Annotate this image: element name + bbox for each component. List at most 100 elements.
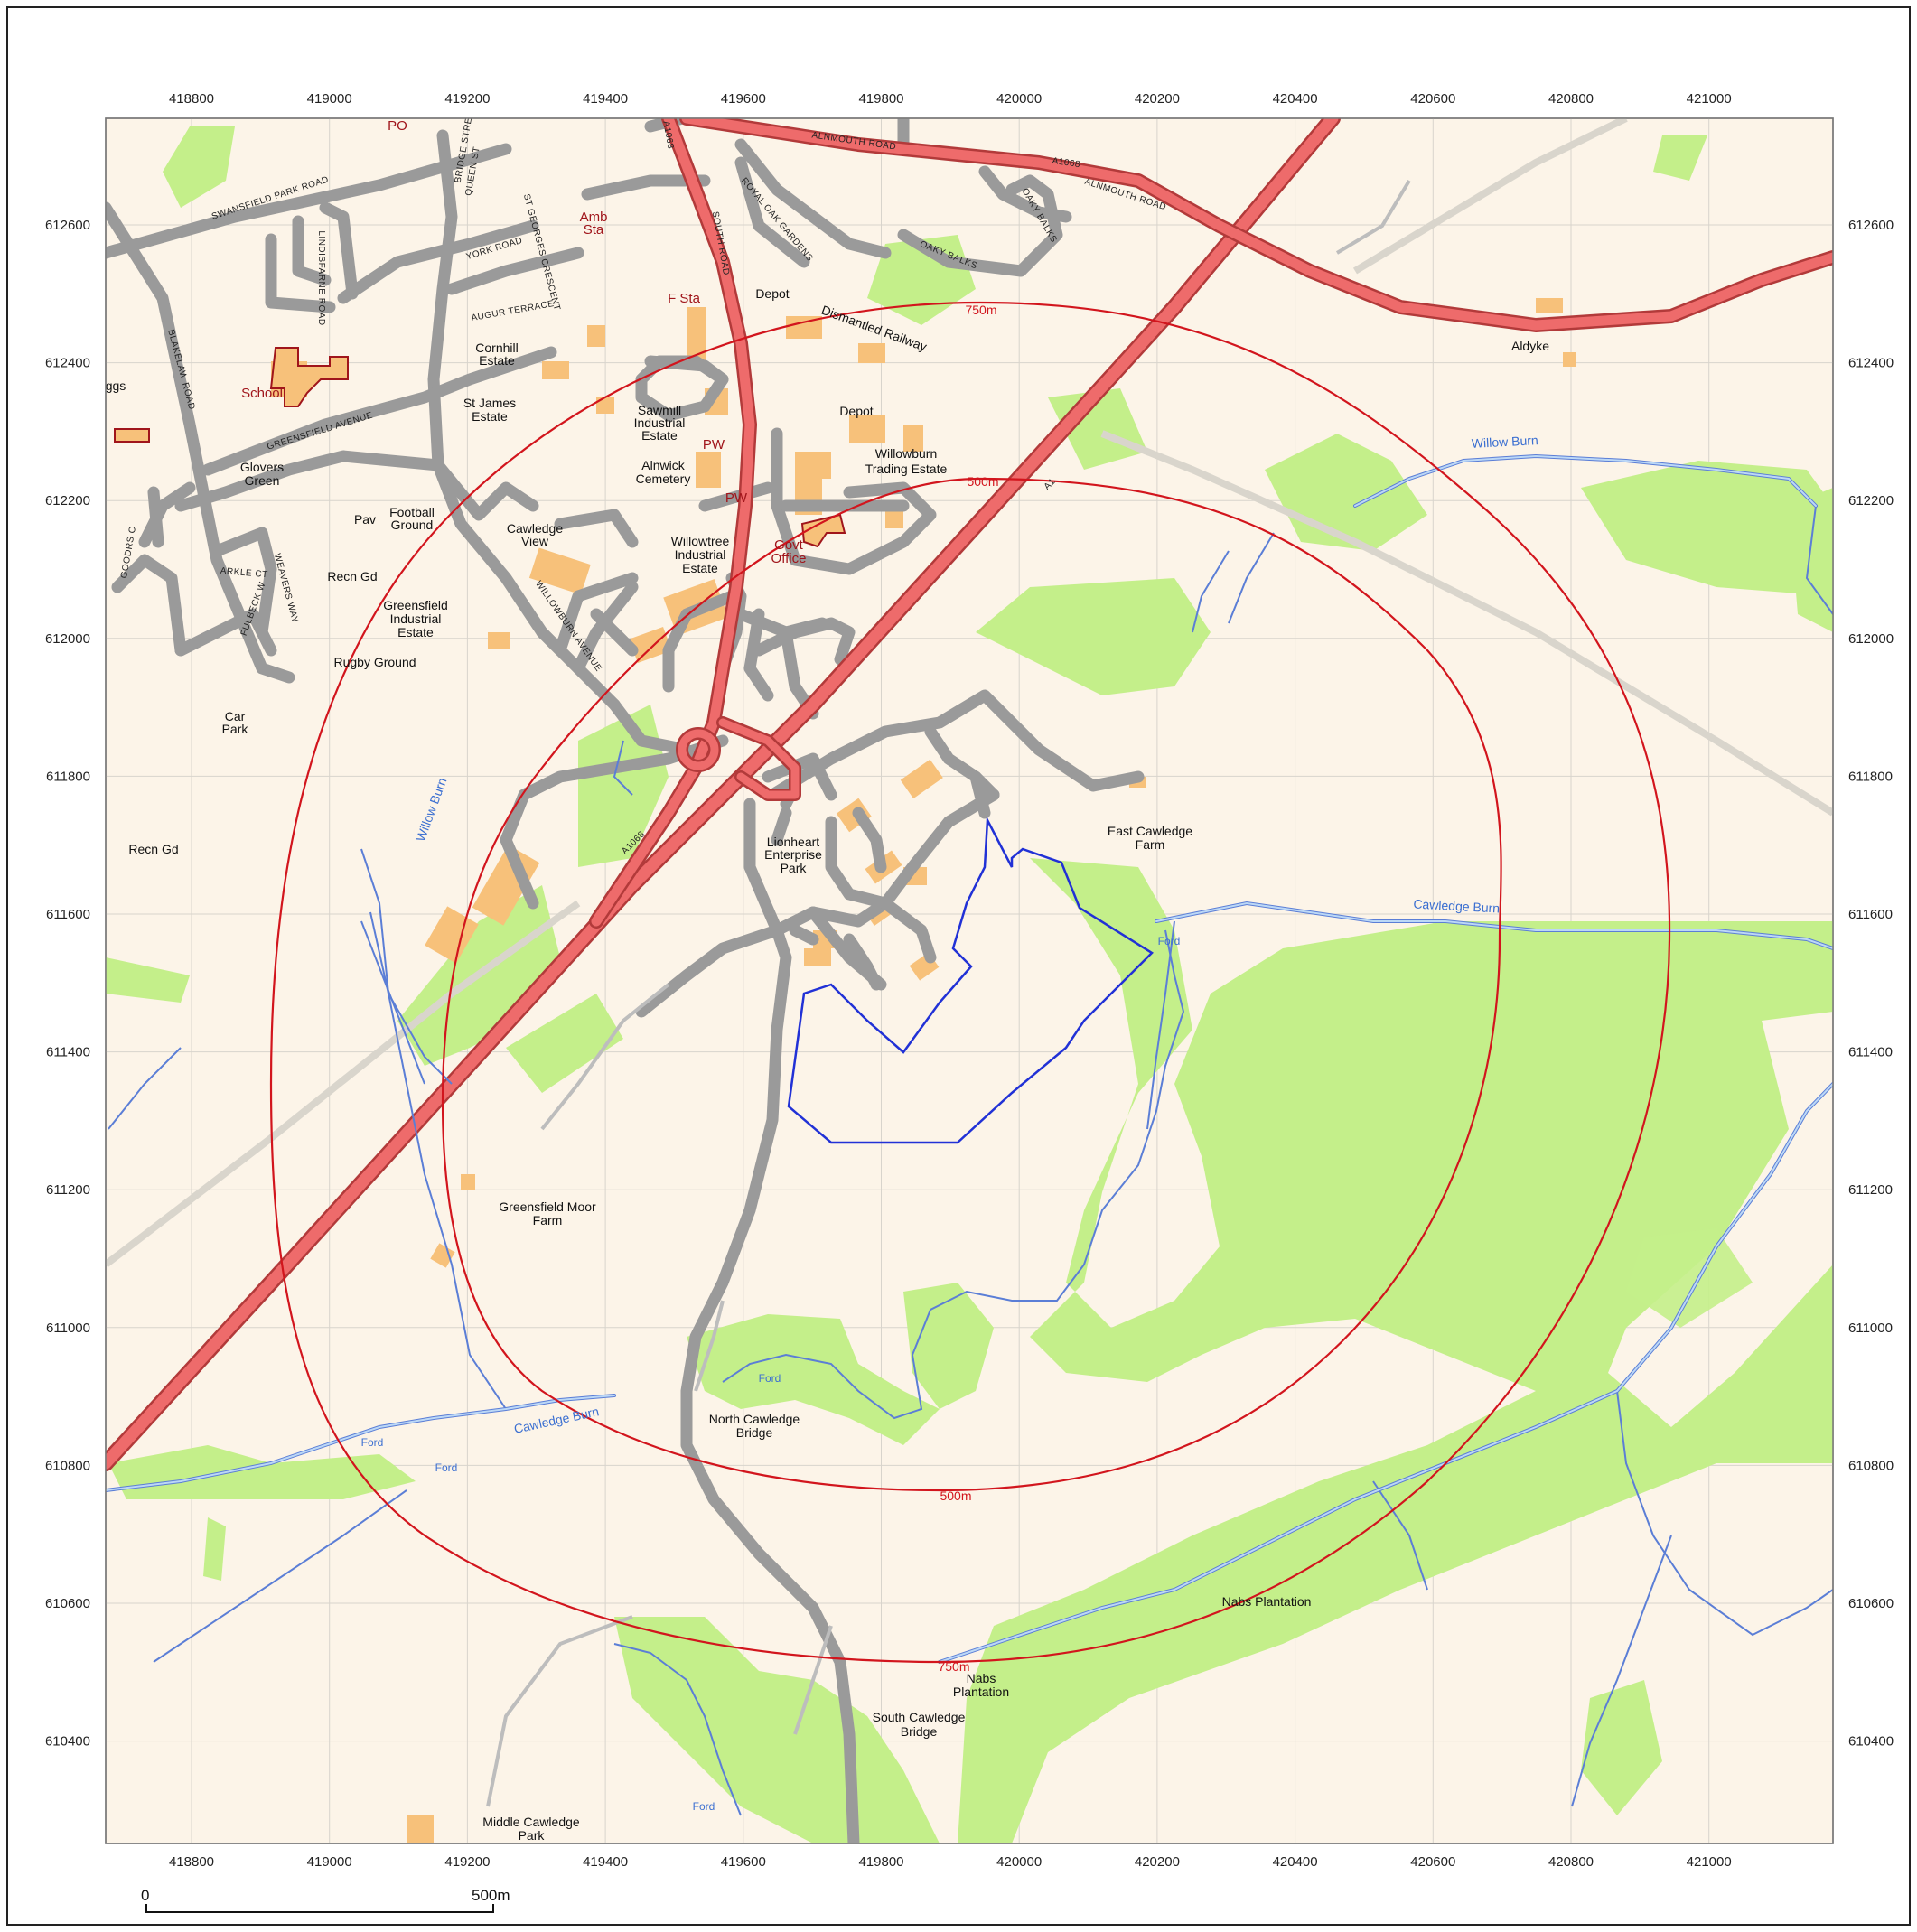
place-label: PW xyxy=(703,437,725,453)
water-label: Ford xyxy=(435,1461,458,1474)
water-label: Ford xyxy=(693,1800,715,1813)
x-tick-label-top: 418800 xyxy=(169,91,214,107)
place-label: South Cawledge xyxy=(873,1710,966,1724)
y-tick-label-left: 610400 xyxy=(45,1734,90,1750)
y-tick-label-left: 612600 xyxy=(45,218,90,233)
place-label: Park xyxy=(781,861,808,875)
buffer-ring-label: 750m xyxy=(965,303,996,317)
place-label: Trading Estate xyxy=(865,462,948,476)
y-tick-label-left: 610800 xyxy=(45,1458,90,1473)
x-tick-label-top: 420400 xyxy=(1273,91,1318,107)
place-label: Estate xyxy=(641,428,678,443)
water-label: Willow Burn xyxy=(1471,433,1538,451)
place-label: Park xyxy=(519,1828,546,1843)
place-label: Plantation xyxy=(953,1685,1009,1699)
buffer-ring-500m[interactable] xyxy=(441,477,1502,1492)
y-tick-label-left: 611000 xyxy=(46,1321,90,1336)
place-label: Govt xyxy=(774,537,804,553)
y-tick-label-left: 611800 xyxy=(46,769,90,784)
x-tick-label-top: 419000 xyxy=(307,91,352,107)
dismantled-railway xyxy=(106,118,1833,1268)
place-label: F Sta xyxy=(668,291,701,306)
place-label: Glovers xyxy=(240,460,284,474)
estate-roads xyxy=(635,689,1145,1843)
place-label: ggs xyxy=(106,378,126,393)
place-label: Willowtree xyxy=(671,534,730,548)
y-tick-label-left: 611400 xyxy=(46,1045,90,1060)
x-tick-label-bottom: 419600 xyxy=(721,1854,766,1870)
site-boundary[interactable] xyxy=(787,816,1154,1144)
place-label: Depot xyxy=(839,404,873,418)
place-label: Bridge xyxy=(901,1724,938,1739)
place-label: Bridge xyxy=(736,1425,773,1440)
y-tick-label-left: 612200 xyxy=(45,493,90,509)
water-label: Ford xyxy=(361,1436,384,1449)
x-tick-label-bottom: 420200 xyxy=(1135,1854,1180,1870)
place-label: Estate xyxy=(479,353,515,368)
place-label: Enterprise xyxy=(764,847,822,862)
y-tick-label-right: 610800 xyxy=(1848,1458,1894,1473)
place-label: Farm xyxy=(533,1213,563,1227)
place-label: St James xyxy=(463,396,516,410)
y-tick-label-left: 612000 xyxy=(45,631,90,647)
road-label: A1068 xyxy=(660,120,675,150)
y-tick-label-right: 612000 xyxy=(1848,631,1894,647)
x-tick-label-bottom: 419200 xyxy=(444,1854,490,1870)
buffer-ring-label: 750m xyxy=(938,1659,969,1674)
tracks xyxy=(486,179,1411,1807)
y-tick-label-right: 612400 xyxy=(1848,356,1894,371)
place-label: Sta xyxy=(584,222,604,238)
place-label: Greensfield Moor xyxy=(499,1199,596,1214)
place-label: Car xyxy=(225,709,246,723)
place-label: Amb xyxy=(580,210,608,225)
scale-bar: 0 500m xyxy=(141,1887,510,1913)
road-label: A1068 xyxy=(1052,156,1081,170)
place-label: Alnwick xyxy=(641,458,685,472)
place-label: Industrial xyxy=(634,415,686,430)
place-label: Estate xyxy=(682,561,718,575)
x-tick-label-bottom: 419400 xyxy=(583,1854,628,1870)
x-tick-label-bottom: 420800 xyxy=(1548,1854,1594,1870)
buffer-ring-label: 500m xyxy=(967,474,998,489)
school-building xyxy=(269,347,349,407)
place-label: Industrial xyxy=(675,547,726,562)
y-tick-label-right: 611400 xyxy=(1848,1045,1893,1060)
place-label: Industrial xyxy=(390,611,442,626)
y-tick-label-left: 611600 xyxy=(46,907,90,922)
place-label: PO xyxy=(388,118,407,134)
place-label: View xyxy=(521,534,549,548)
y-tick-label-right: 611800 xyxy=(1848,769,1893,784)
place-label: Green xyxy=(245,473,280,488)
place-label: Sawmill xyxy=(638,403,681,417)
place-label: Cawledge xyxy=(507,521,563,536)
map-neatline xyxy=(105,117,1834,1844)
x-tick-label-top: 420600 xyxy=(1410,91,1455,107)
place-label: Depot xyxy=(755,286,789,301)
place-label: Rugby Ground xyxy=(333,655,416,669)
place-label: Recn Gd xyxy=(327,569,377,583)
building-outline xyxy=(114,428,150,443)
y-tick-label-left: 611200 xyxy=(46,1182,90,1198)
x-tick-label-bottom: 419000 xyxy=(307,1854,352,1870)
minor-roads xyxy=(106,118,1072,910)
buffer-ring-750m[interactable] xyxy=(269,301,1671,1664)
place-label: Nabs Plantation xyxy=(1222,1594,1312,1609)
y-tick-label-right: 612200 xyxy=(1848,493,1894,509)
place-label: Farm xyxy=(1136,837,1165,852)
y-tick-label-left: 610600 xyxy=(45,1596,90,1611)
page-border xyxy=(6,6,1911,1926)
place-label: Willowburn xyxy=(875,446,937,461)
y-tick-label-right: 611600 xyxy=(1848,907,1893,922)
place-label: Ground xyxy=(391,518,434,532)
place-label: Estate xyxy=(472,409,508,424)
x-tick-label-bottom: 421000 xyxy=(1687,1854,1732,1870)
scale-end-label: 500m xyxy=(472,1887,510,1904)
x-tick-label-bottom: 418800 xyxy=(169,1854,214,1870)
y-tick-label-right: 611000 xyxy=(1848,1321,1893,1336)
x-tick-label-top: 420200 xyxy=(1135,91,1180,107)
place-label: Nabs xyxy=(967,1671,996,1685)
road-label: LINDISFARNE ROAD xyxy=(316,230,326,325)
govt-office-building xyxy=(800,513,846,548)
place-label: Cemetery xyxy=(636,471,691,486)
